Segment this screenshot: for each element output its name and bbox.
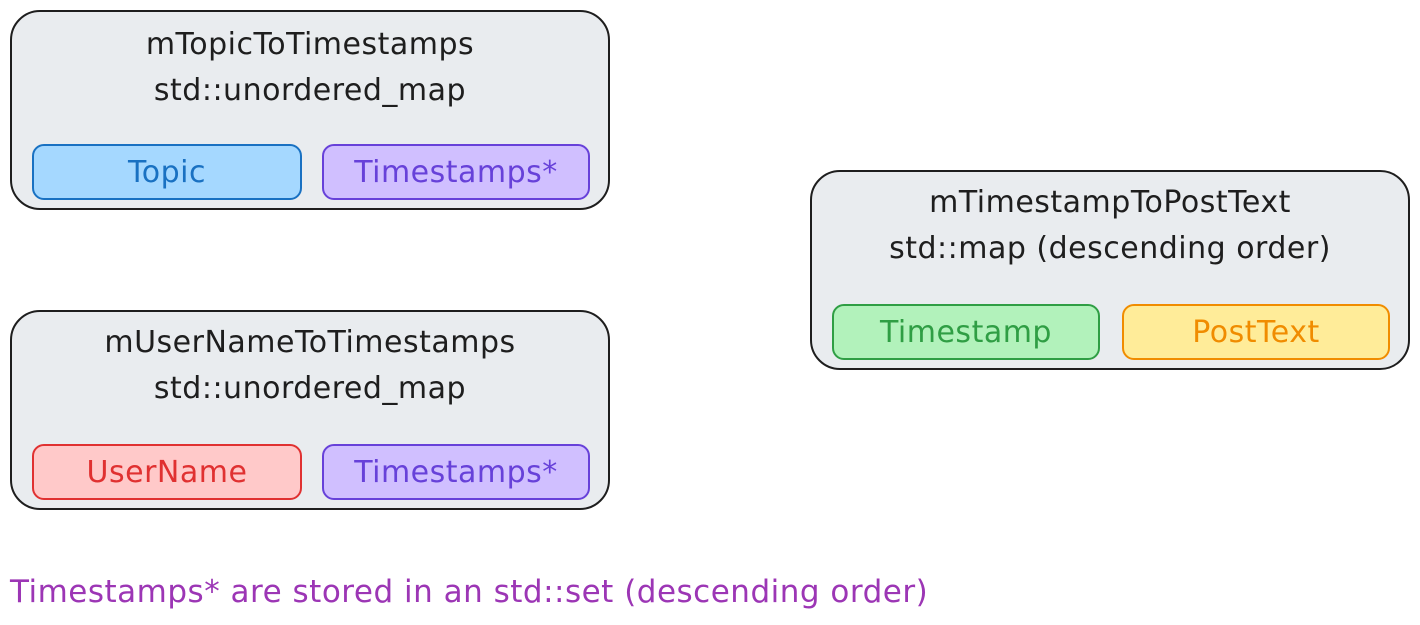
user-map-panel: mUserNameToTimestamps std::unordered_map… (10, 310, 610, 510)
topic-value-pill: Timestamps* (322, 144, 590, 200)
post-map-type: std::map (descending order) (889, 231, 1331, 266)
timestamps-storage-note: Timestamps* are stored in an std::set (d… (10, 574, 929, 610)
user-value-pill: Timestamps* (322, 444, 590, 500)
post-value-pill: PostText (1122, 304, 1390, 360)
post-map-name: mTimestampToPostText (929, 185, 1291, 220)
post-map-panel: mTimestampToPostText std::map (descendin… (810, 170, 1410, 370)
user-map-type: std::unordered_map (153, 371, 467, 406)
user-key-pill: UserName (32, 444, 302, 500)
topic-map-type: std::unordered_map (153, 73, 467, 108)
post-key-pill: Timestamp (832, 304, 1100, 360)
user-map-name: mUserNameToTimestamps (104, 325, 516, 360)
topic-map-name: mTopicToTimestamps (145, 27, 475, 62)
topic-key-pill: Topic (32, 144, 302, 200)
topic-map-panel: mTopicToTimestamps std::unordered_map To… (10, 10, 610, 210)
